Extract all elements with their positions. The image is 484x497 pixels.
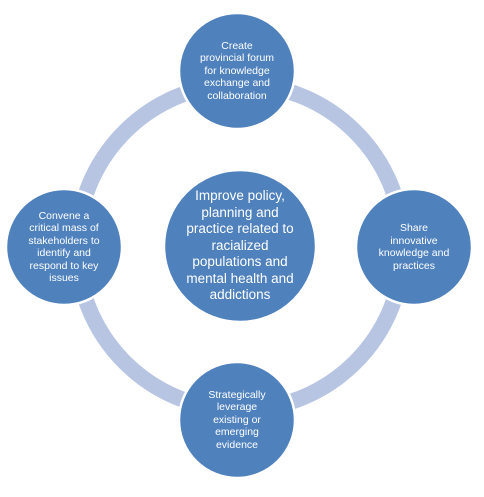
node-left-circle [4,187,124,307]
node-bottom-circle [177,360,297,480]
node-right-circle [354,187,474,307]
node-top-circle [177,11,297,131]
center-circle [162,168,318,324]
